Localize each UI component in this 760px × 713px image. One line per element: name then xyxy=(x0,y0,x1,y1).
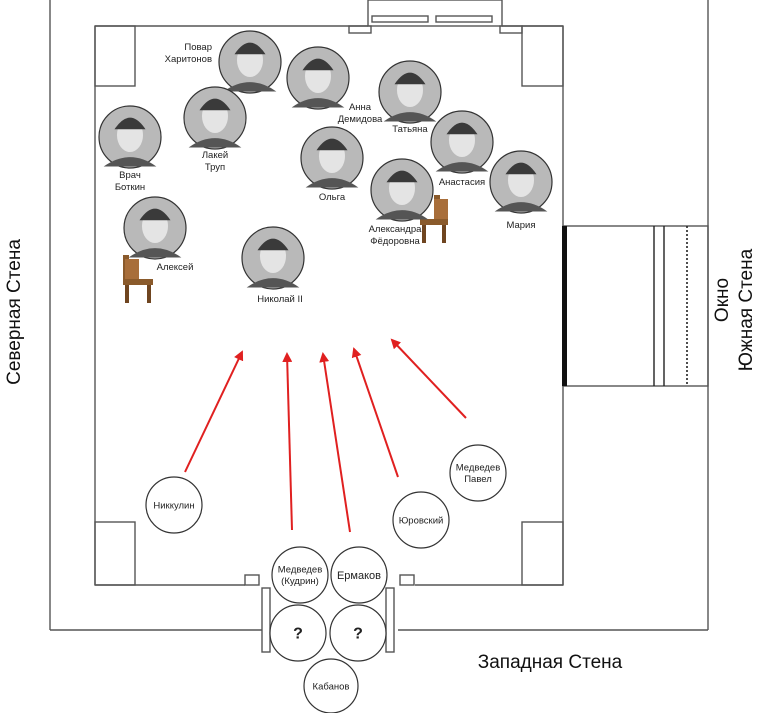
executioner-label: Кабанов xyxy=(313,681,350,692)
executioner-kabanov: Кабанов xyxy=(303,658,359,713)
chair-icon xyxy=(123,255,153,303)
south-wall-label: Южная Стена xyxy=(736,248,757,371)
executioner-label: Ермаков xyxy=(337,570,381,582)
executioner-unknown2: ? xyxy=(329,604,387,662)
victim-tatyana: Татьяна xyxy=(378,60,442,135)
arrow-line xyxy=(390,338,467,419)
arrow-line xyxy=(184,350,244,473)
victim-nikolai: Николай II xyxy=(241,226,305,305)
portrait-photo xyxy=(489,150,553,214)
portrait-photo xyxy=(241,226,305,290)
executioner-label: Медведев(Кудрин) xyxy=(278,565,323,588)
walls xyxy=(49,0,709,653)
portrait-photo xyxy=(183,86,247,150)
victim-label: Ольга xyxy=(319,192,346,203)
portrait-photo xyxy=(370,158,434,222)
portrait-photo xyxy=(123,196,187,260)
portrait-photo xyxy=(300,126,364,190)
arrow-line xyxy=(282,352,293,531)
arrow-line xyxy=(319,352,351,533)
victim-alexei: Алексей xyxy=(123,196,194,273)
firing-arrows xyxy=(184,338,467,533)
portrait-photo xyxy=(378,60,442,124)
portrait-photo xyxy=(286,46,350,110)
executioner-label: Юровский xyxy=(399,515,444,526)
executioner-kudrin: Медведев(Кудрин) xyxy=(271,546,329,604)
executioner-label: Никкулин xyxy=(153,500,194,511)
victim-anastasia: Анастасия xyxy=(430,110,494,188)
window-label: Окно xyxy=(712,278,733,322)
victim-label: Анастасия xyxy=(439,177,485,188)
portrait-photo xyxy=(98,105,162,169)
executioner-nikkulin: Никкулин xyxy=(145,476,203,534)
portrait-photo xyxy=(218,30,282,94)
executioner-label: ? xyxy=(353,626,363,643)
victim-label: Мария xyxy=(506,220,535,231)
victim-label: Татьяна xyxy=(392,124,428,135)
executioner-unknown1: ? xyxy=(269,604,327,662)
victim-label: Алексей xyxy=(157,262,194,273)
executioner-yurovsky: Юровский xyxy=(392,491,450,549)
portrait-photo xyxy=(430,110,494,174)
victim-maria: Мария xyxy=(489,150,553,231)
north-wall-label: Северная Стена xyxy=(4,239,25,385)
chair-icon xyxy=(420,195,448,243)
executioner-ermakov: Ермаков xyxy=(330,546,388,604)
west-wall-label: Западная Стена xyxy=(478,652,623,673)
arrow-line xyxy=(351,347,399,478)
victim-olga: Ольга xyxy=(300,126,364,203)
executioner-label: ? xyxy=(293,626,303,643)
victim-label: Николай II xyxy=(257,294,303,305)
